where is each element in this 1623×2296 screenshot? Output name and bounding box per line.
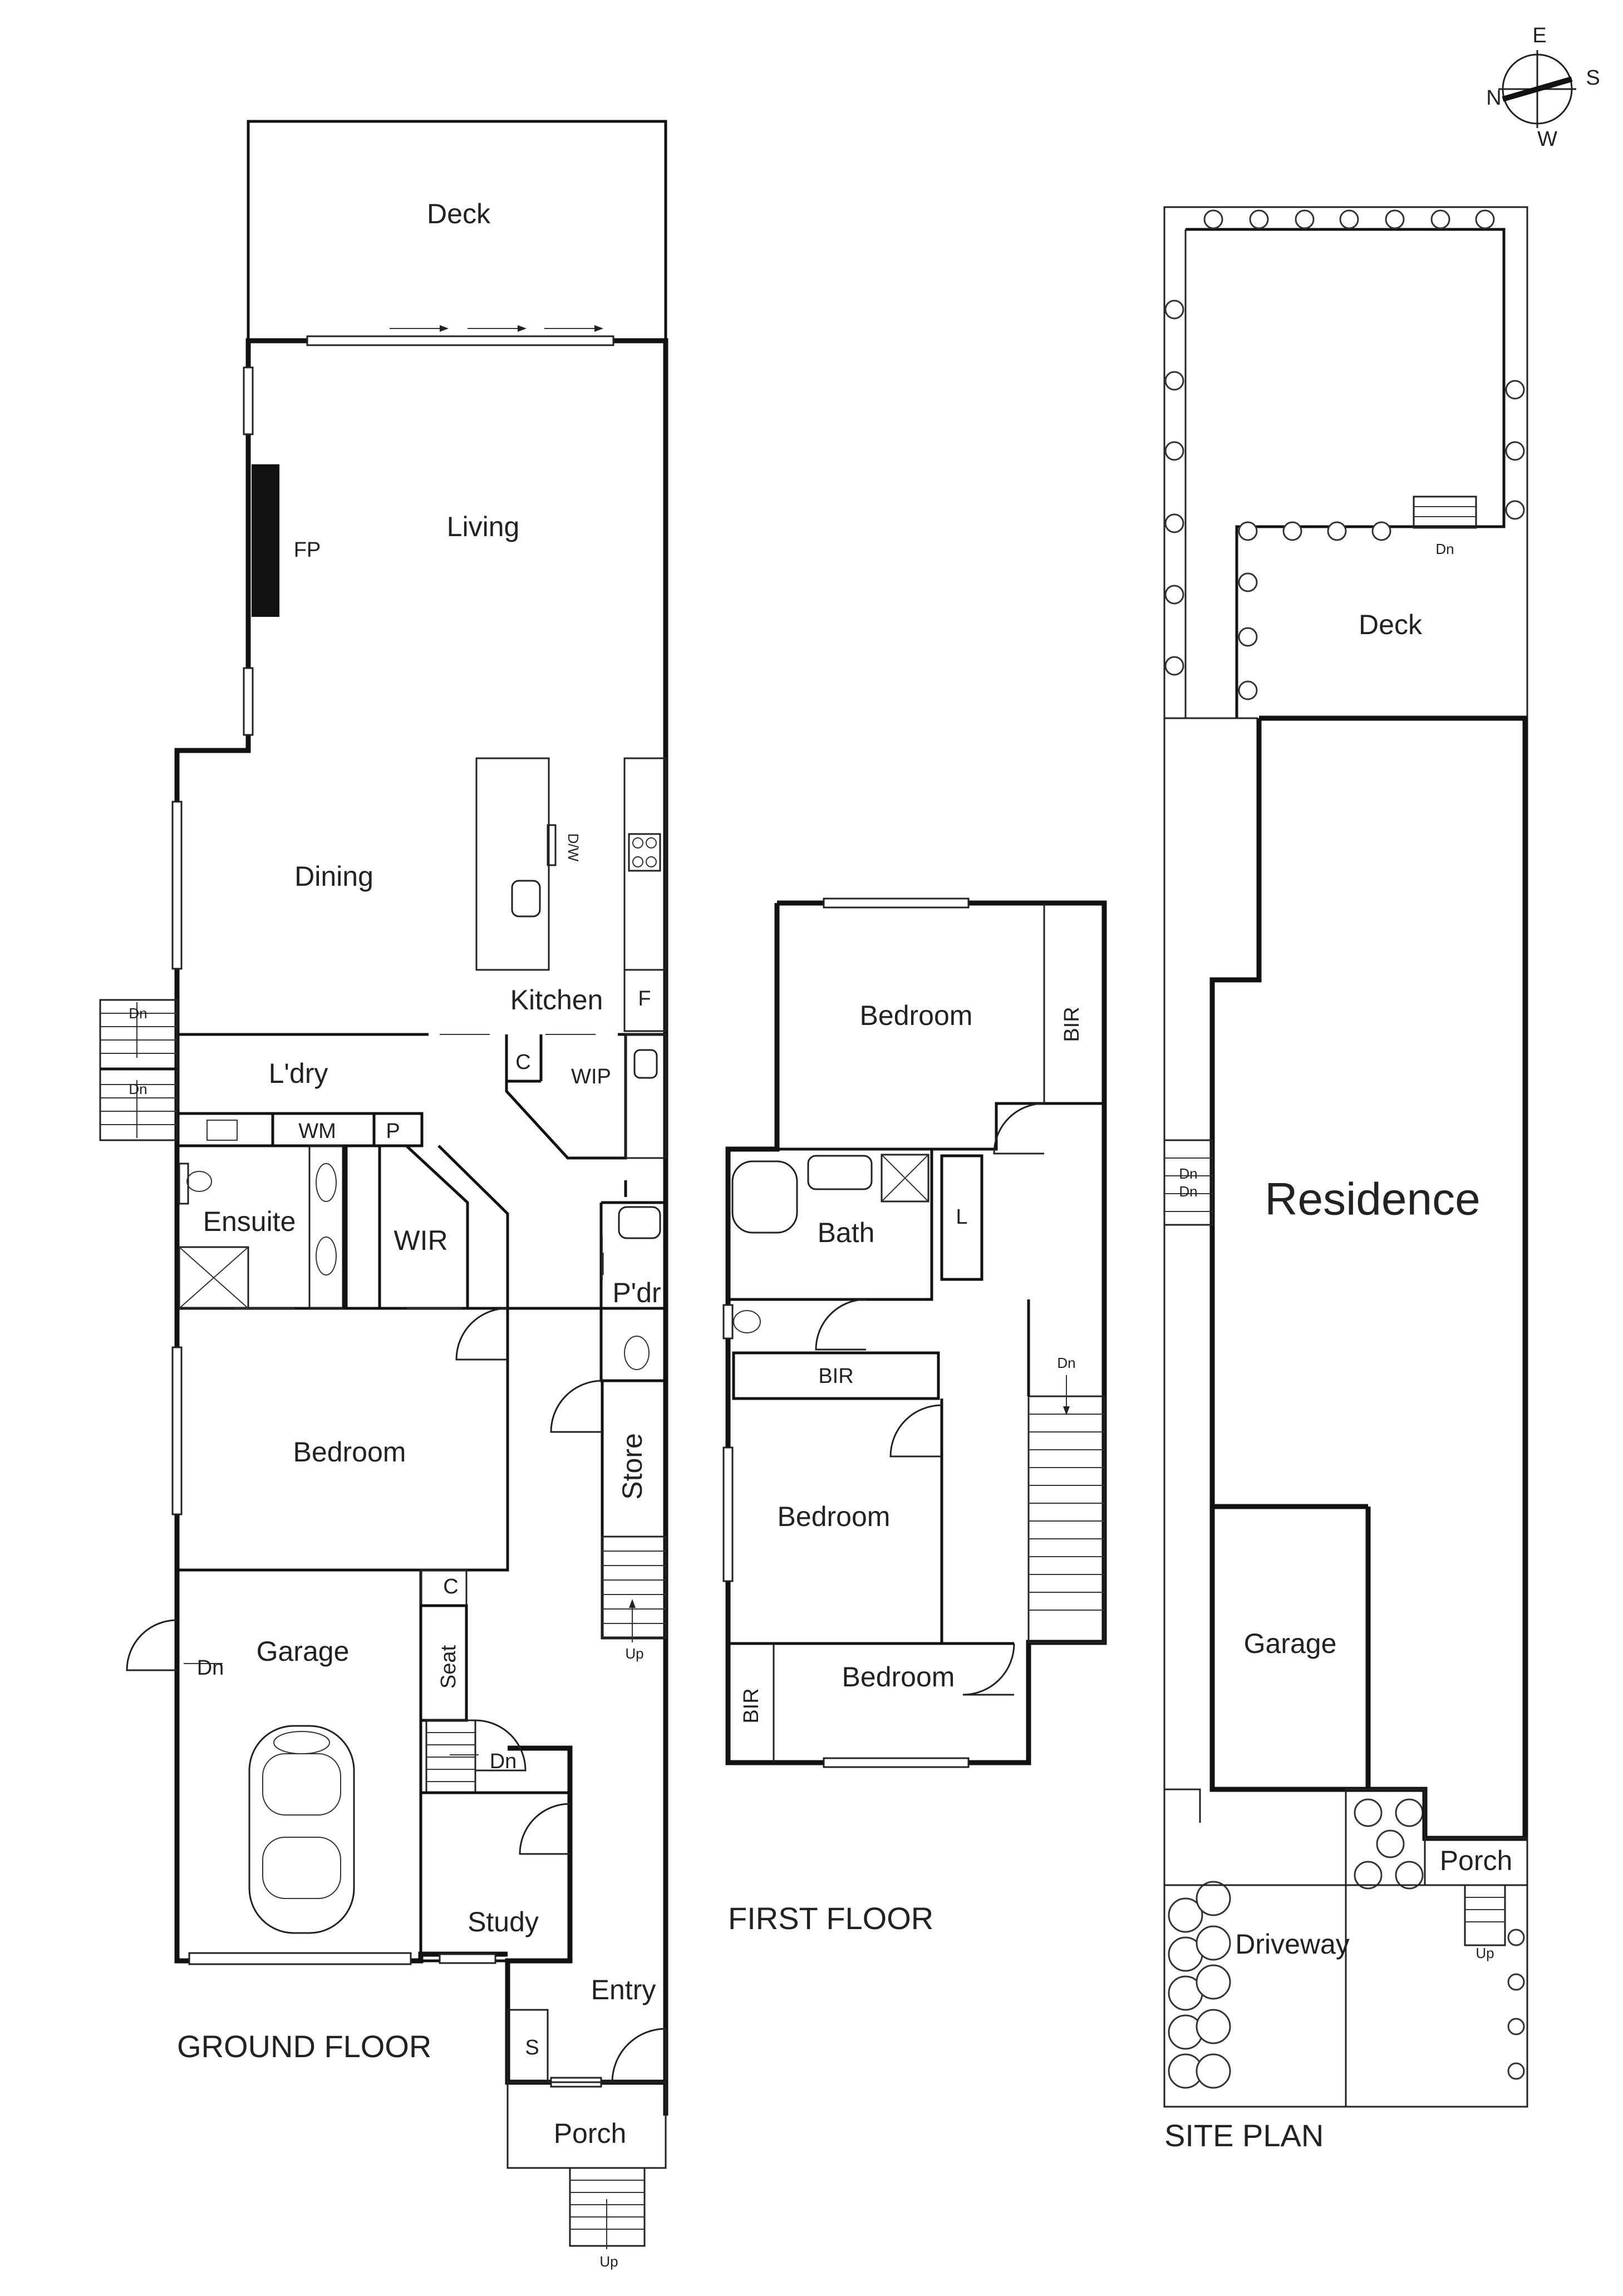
room-label-seat: Seat [437, 1645, 460, 1689]
ground-floor-title: GROUND FLOOR [177, 2029, 431, 2064]
stair-label-side-dn2: Dn [129, 1081, 147, 1097]
room-label-fp: FP [294, 538, 321, 562]
room-label-dining: Dining [294, 861, 373, 892]
room-label-pantry: P [386, 1120, 400, 1143]
compass-n: N [1486, 86, 1501, 110]
site-label-garage: Garage [1244, 1628, 1337, 1659]
site-label-deck: Deck [1359, 609, 1423, 640]
room-label-bedroom: Bedroom [293, 1436, 406, 1468]
site-label-porch: Porch [1440, 1845, 1513, 1876]
first-room-bedroom2: Bedroom [778, 1501, 891, 1532]
room-label-kitchen: Kitchen [510, 984, 603, 1015]
ground-floor-plan: Deck Living FP Dining D/W Kitchen F C WI… [99, 120, 668, 2270]
compass-rose: E S W N [1486, 24, 1600, 151]
site-label-driveway: Driveway [1235, 1929, 1350, 1960]
stair-label-garage-dn: Dn [197, 1656, 224, 1680]
stair-label-porch-up: Up [599, 2253, 618, 2270]
kitchen-island [475, 757, 550, 971]
site-trees [1164, 209, 1525, 2089]
room-label-laundry: L'dry [269, 1058, 328, 1089]
room-label-powder: P'dr [612, 1277, 661, 1308]
site-plan: Deck Dn Residence Garage Porch Driveway … [1163, 206, 1528, 2153]
site-label-side-dn2: Dn [1179, 1183, 1197, 1200]
site-label-side-dn1: Dn [1179, 1165, 1197, 1182]
appliance-label-dw: D/W [565, 833, 582, 862]
site-label-up: Up [1476, 1945, 1494, 1961]
room-label-cupboard: C [515, 1051, 530, 1074]
deck-outline [247, 120, 667, 344]
first-room-bedroom1: Bedroom [860, 1000, 973, 1031]
compass-s: S [1586, 66, 1600, 90]
room-label-deck: Deck [427, 198, 491, 229]
room-label-wip: WIP [571, 1065, 611, 1088]
first-floor-plan: Bedroom BIR Bath L BIR Bedroom Bedroom B… [722, 897, 1107, 1936]
stair-label-store-up: Up [625, 1645, 643, 1662]
first-stairs-dn [1027, 1375, 1105, 1643]
first-stair-dn: Dn [1057, 1355, 1075, 1371]
ground-outer-wall-right [307, 338, 668, 2116]
room-label-entry: Entry [591, 1974, 656, 2005]
room-label-living: Living [447, 511, 520, 542]
room-label-store: Store [617, 1433, 648, 1500]
garage-door [188, 1952, 412, 1965]
stair-label-seat-dn: Dn [490, 1750, 517, 1773]
first-room-bir2: BIR [818, 1365, 853, 1388]
room-label-porch: Porch [554, 2118, 627, 2149]
first-room-bir3: BIR [740, 1688, 763, 1723]
side-stairs [99, 999, 178, 1141]
first-room-l: L [956, 1205, 967, 1229]
room-label-cupboard2: C [443, 1575, 458, 1598]
stair-label-side-dn1: Dn [129, 1005, 147, 1022]
room-label-wir: WIR [394, 1225, 447, 1256]
first-room-bedroom3: Bedroom [842, 1661, 955, 1692]
first-outer-wall [725, 900, 1107, 1765]
first-room-bir1: BIR [1060, 1007, 1084, 1042]
seat-stairs [425, 1719, 527, 1794]
site-plan-title: SITE PLAN [1164, 2118, 1324, 2153]
site-label-residence: Residence [1265, 1174, 1480, 1225]
ground-stairs-up [601, 1535, 667, 1642]
room-label-s: S [525, 2036, 539, 2059]
first-room-bath: Bath [818, 1217, 875, 1248]
appliance-label-wm: WM [298, 1120, 336, 1143]
porch-steps [569, 2167, 646, 2249]
room-label-ensuite: Ensuite [203, 1206, 296, 1237]
site-label-deck-dn: Dn [1435, 541, 1454, 557]
appliance-label-fridge: F [638, 987, 651, 1010]
fireplace [252, 464, 279, 617]
car-illustration [248, 1725, 355, 1934]
room-label-garage: Garage [257, 1636, 350, 1667]
first-floor-title: FIRST FLOOR [728, 1901, 933, 1936]
compass-w: W [1537, 127, 1557, 151]
room-label-study: Study [468, 1906, 539, 1937]
compass-e: E [1532, 24, 1546, 47]
